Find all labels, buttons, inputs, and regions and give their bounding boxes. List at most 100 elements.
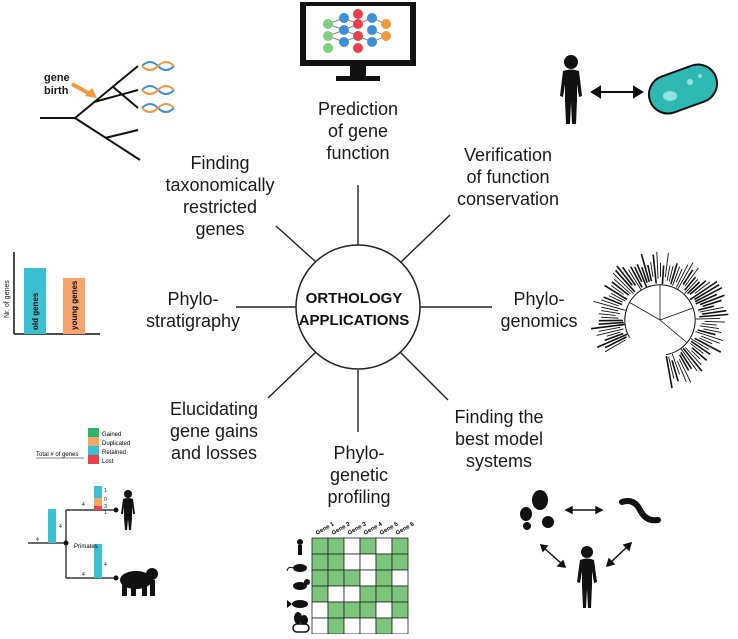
- matrix-cell-present: [328, 602, 344, 618]
- matrix-cell-present: [392, 586, 408, 602]
- fish-icon: [287, 600, 308, 608]
- legend-duplicated-label: Duplicated: [102, 441, 130, 447]
- gain-number: 0: [104, 497, 107, 503]
- plant-icon: [294, 612, 308, 625]
- legend-duplicated-swatch: [88, 437, 99, 446]
- legend-gained-label: Gained: [102, 432, 121, 438]
- matrix-cell-present: [360, 602, 376, 618]
- human-mini-icon: [297, 539, 303, 555]
- matrix-cell-absent: [376, 538, 392, 554]
- label-phylostratigraphy: Phylo- stratigraphy: [146, 288, 240, 332]
- double-arrow-icon: [592, 87, 642, 97]
- gain-number: 4: [59, 524, 62, 530]
- matrix-cell-present: [392, 538, 408, 554]
- spoke-taxonomic: [276, 226, 316, 262]
- label-taxonomic: Finding taxonomically restricted genes: [160, 152, 280, 240]
- human-silhouette-icon: [560, 55, 582, 124]
- matrix-cell-present: [392, 602, 408, 618]
- matrix-cell-absent: [344, 618, 360, 634]
- matrix-cell-present: [376, 586, 392, 602]
- human-bacterium-icon: [560, 55, 722, 124]
- bacterium-mini-icon: [293, 624, 309, 632]
- human-silhouette-icon: [121, 490, 135, 530]
- matrix-cell-absent: [360, 570, 376, 586]
- organism-icons: [287, 539, 310, 632]
- gain-number: 4: [82, 502, 85, 508]
- spoke-model-systems: [400, 352, 448, 400]
- matrix-cell-present: [360, 538, 376, 554]
- matrix-cell-present: [360, 586, 376, 602]
- label-profiling: Phylo- genetic profiling: [314, 442, 404, 508]
- matrix-cell-absent: [376, 602, 392, 618]
- gain-number: 4: [36, 537, 39, 543]
- matrix-cell-present: [312, 586, 328, 602]
- hub-title: ORTHOLOGY APPLICATIONS: [289, 288, 419, 332]
- matrix-cell-absent: [392, 618, 408, 634]
- dna-icon: [142, 62, 174, 70]
- yeast-icon: [520, 490, 554, 530]
- gain-number: 4: [82, 572, 85, 578]
- matrix-cell-present: [312, 570, 328, 586]
- human-silhouette-icon: [577, 546, 597, 608]
- legend-lost-label: Lost: [102, 459, 114, 465]
- monitor-neural-net-icon: [300, 2, 416, 81]
- mouse-icon: [287, 564, 307, 572]
- matrix-cell-present: [376, 554, 392, 570]
- matrix-cell-present: [328, 538, 344, 554]
- legend-retained-label: Retained: [102, 450, 126, 456]
- matrix-cell-absent: [344, 554, 360, 570]
- dna-icon: [142, 104, 174, 112]
- legend-lost-swatch: [88, 455, 99, 464]
- matrix-cell-absent: [328, 586, 344, 602]
- legend-gained-swatch: [88, 428, 99, 437]
- label-model-systems: Finding the best model systems: [444, 406, 554, 472]
- matrix-cell-present: [328, 554, 344, 570]
- matrix-cell-present: [328, 570, 344, 586]
- total-genes-label: Total # of genes: [36, 452, 78, 458]
- gain-number: 1: [104, 510, 107, 516]
- matrix-cell-present: [312, 538, 328, 554]
- spoke-gains: [268, 352, 316, 398]
- spoke-verification: [401, 215, 450, 262]
- matrix-cell-present: [344, 602, 360, 618]
- matrix-cell-absent: [344, 538, 360, 554]
- bacterium-icon: [644, 59, 723, 119]
- circular-phylogeny-icon: [591, 252, 728, 388]
- matrix-cell-absent: [312, 602, 328, 618]
- label-verification: Verification of function conservation: [448, 144, 568, 210]
- matrix-cell-absent: [360, 618, 376, 634]
- matrix-cell-absent: [392, 570, 408, 586]
- double-arrow-icon: [566, 507, 602, 513]
- label-gene-birth: gene birth: [44, 72, 70, 98]
- matrix-cell-absent: [344, 586, 360, 602]
- matrix-cell-present: [376, 618, 392, 634]
- gorilla-icon: [120, 568, 158, 596]
- gene-gains-panel: Gained Duplicated Retained Lost Total # …: [28, 428, 158, 596]
- matrix-cell-present: [328, 618, 344, 634]
- worm-icon: [622, 501, 658, 520]
- double-arrow-icon: [607, 543, 631, 566]
- gain-number: 1: [104, 488, 107, 494]
- matrix-cell-present: [312, 554, 328, 570]
- legend-retained-swatch: [88, 446, 99, 455]
- dna-icon: [142, 86, 174, 94]
- double-arrow-icon: [541, 545, 565, 567]
- matrix-cell-absent: [312, 618, 328, 634]
- bar-old-label: old genes: [31, 292, 40, 330]
- matrix-cell-present: [392, 554, 408, 570]
- gain-number: 4: [104, 562, 107, 568]
- label-phylogenomics: Phylo- genomics: [496, 288, 582, 332]
- matrix-cell-present: [376, 570, 392, 586]
- model-systems-icons: [520, 490, 658, 608]
- label-gene-gains: Elucidating gene gains and losses: [158, 398, 270, 464]
- matrix-cell-present: [344, 570, 360, 586]
- dog-icon: [293, 579, 310, 590]
- matrix-cell-absent: [360, 554, 376, 570]
- phylostrat-chart: Nr. of genes old genes young genes: [4, 252, 100, 334]
- node-primates-label: Primates: [74, 544, 98, 550]
- phylostrat-ylabel: Nr. of genes: [4, 280, 11, 318]
- bar-young-label: young genes: [70, 280, 79, 330]
- gene-birth-arrow-icon: [72, 84, 97, 98]
